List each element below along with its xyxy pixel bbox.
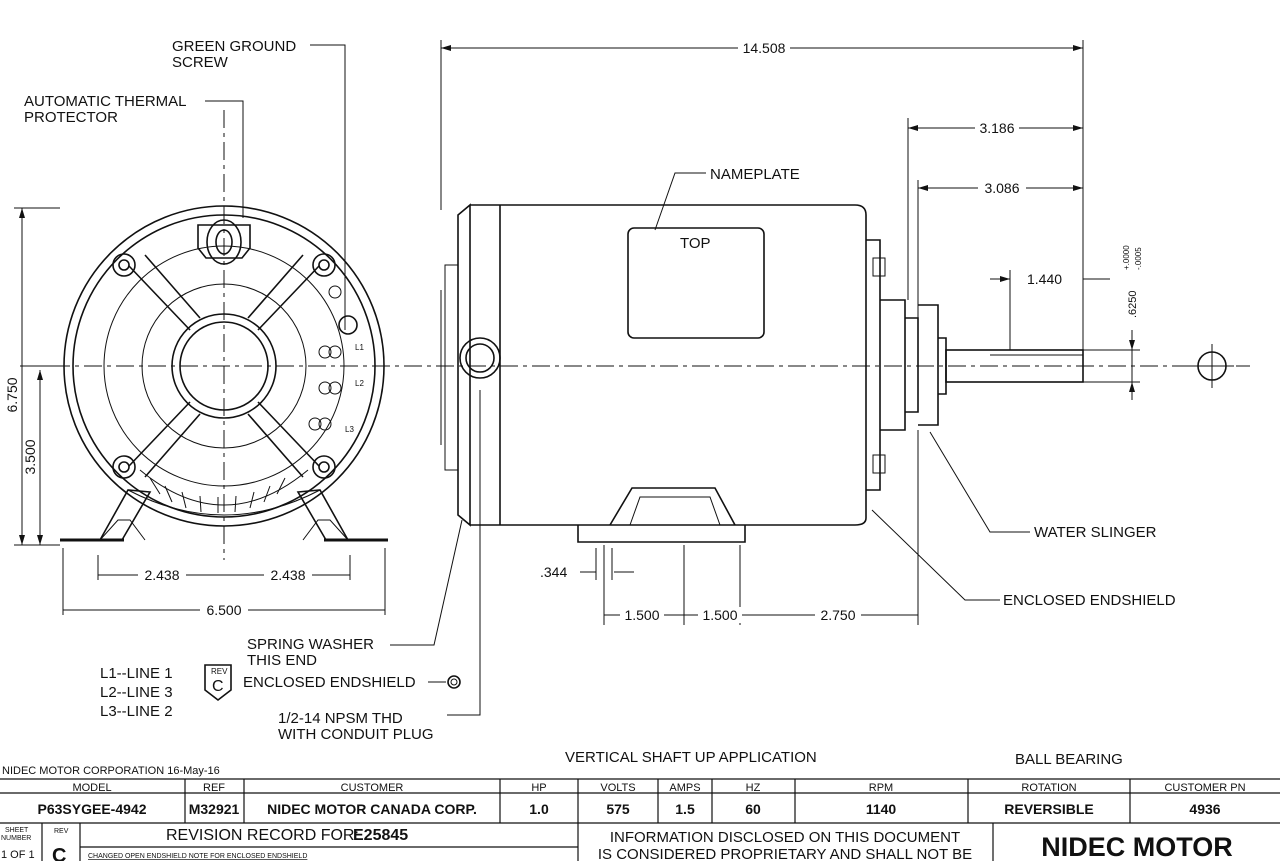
proprietary-notice-1: INFORMATION DISCLOSED ON THIS DOCUMENT [610, 829, 960, 846]
th-volts: VOLTS [600, 782, 635, 794]
shaft [945, 349, 1084, 383]
svg-text:+.0000: +.0000 [1122, 245, 1131, 270]
end-base [60, 489, 388, 542]
revision-record-label: REVISION RECORD FOR: [166, 827, 359, 844]
nameplate [627, 227, 765, 339]
svg-text:L2: L2 [355, 379, 364, 388]
svg-text:-.0005: -.0005 [1134, 247, 1143, 270]
th-hp: HP [531, 782, 546, 794]
callout-enclosed-endshield: ENCLOSED ENDSHIELD [1003, 592, 1176, 609]
application-heading: VERTICAL SHAFT UP APPLICATION [565, 749, 817, 766]
mounting-bolt-icon [112, 253, 336, 479]
dim-shaft-dia: .6250 [1127, 290, 1139, 318]
end-outer-circle [63, 205, 385, 527]
svg-text:SCREW: SCREW [172, 54, 229, 71]
callout-green-ground-screw: GREEN GROUND [172, 38, 296, 55]
rev-flag-icon [204, 664, 232, 702]
terminal-block-icon: L1 L2 L3 [308, 285, 364, 434]
dim-center-height: 3.500 [22, 439, 38, 474]
brand-logo: NIDEC MOTOR [1041, 832, 1233, 861]
callout-spring-washer: SPRING WASHER [247, 636, 374, 653]
dim-foot-right: 2.438 [270, 567, 305, 583]
th-rpm: RPM [869, 782, 893, 794]
th-amps: AMPS [669, 782, 700, 794]
revision-note: CHANGED OPEN ENDSHIELD NOTE FOR ENCLOSED… [88, 853, 307, 860]
th-customer-pn: CUSTOMER PN [1164, 782, 1245, 794]
td-rpm: 1140 [866, 801, 897, 817]
svg-text:WITH CONDUIT PLUG: WITH CONDUIT PLUG [278, 726, 434, 743]
vent-slots [139, 469, 309, 513]
sheet-number-label: SHEET [5, 827, 29, 834]
wiring-l2: L2--LINE 3 [100, 684, 173, 701]
svg-text:L3: L3 [345, 425, 354, 434]
dim-end-to-foot: 2.750 [820, 607, 855, 623]
th-customer: CUSTOMER [341, 782, 404, 794]
svg-text:NUMBER: NUMBER [1, 835, 31, 842]
dim-foot-1: 1.500 [624, 607, 659, 623]
td-hz: 60 [745, 801, 761, 817]
callout-nameplate: NAMEPLATE [710, 166, 800, 183]
shaft-end-icon [1190, 344, 1234, 388]
td-hp: 1.0 [529, 801, 549, 817]
bearing-heading: BALL BEARING [1015, 751, 1123, 768]
dim-base-width: 6.500 [206, 602, 241, 618]
dim-3086: 3.086 [984, 180, 1019, 196]
wiring-l1: L1--LINE 1 [100, 665, 173, 682]
td-customer: NIDEC MOTOR CANADA CORP. [267, 801, 477, 817]
dim-overall-length: 14.508 [743, 40, 786, 56]
svg-text:PROTECTOR: PROTECTOR [24, 109, 118, 126]
end-view: L1 L2 L3 [14, 110, 1250, 615]
th-model: MODEL [72, 782, 111, 794]
th-ref: REF [203, 782, 225, 794]
td-customer-pn: 4936 [1189, 801, 1220, 817]
rev-letter: C [52, 845, 66, 861]
wiring-l3: L3--LINE 2 [100, 703, 173, 720]
shaft-boss [171, 313, 277, 419]
rev-label: REV [54, 828, 69, 835]
dim-1440: 1.440 [1027, 271, 1062, 287]
dim-3186: 3.186 [979, 120, 1014, 136]
td-rotation: REVERSIBLE [1004, 801, 1093, 817]
dim-height: 6.750 [4, 377, 20, 412]
spec-table [0, 778, 1280, 861]
svg-text:REV: REV [211, 667, 228, 676]
callout-npsm-thread: 1/2-14 NPSM THD [278, 710, 403, 727]
td-volts: 575 [606, 801, 630, 817]
svg-text:L1: L1 [355, 343, 364, 352]
th-hz: HZ [746, 782, 761, 794]
callout-water-slinger: WATER SLINGER [1034, 524, 1157, 541]
conduit-plug-icon [459, 337, 501, 379]
td-ref: M32921 [189, 801, 240, 817]
td-model: P63SYGEE-4942 [38, 801, 147, 817]
sheet-of: 1 OF 1 [1, 849, 35, 861]
dim-foot-left: 2.438 [144, 567, 179, 583]
th-rotation: ROTATION [1021, 782, 1076, 794]
nameplate-top: TOP [680, 235, 711, 252]
corp-date: NIDEC MOTOR CORPORATION 16-May-16 [2, 765, 220, 777]
callout-thermal-protector: AUTOMATIC THERMAL [24, 93, 187, 110]
dim-slot: .344 [540, 564, 567, 580]
proprietary-notice-2: IS CONSIDERED PROPRIETARY AND SHALL NOT … [598, 846, 972, 861]
svg-text:THIS END: THIS END [247, 652, 317, 669]
callout-enclosed-endshield-2: ENCLOSED ENDSHIELD [243, 674, 416, 691]
revision-record-id: E25845 [353, 827, 408, 844]
td-amps: 1.5 [675, 801, 695, 817]
thermal-protector-icon [197, 219, 251, 265]
dim-foot-2: 1.500 [702, 607, 737, 623]
svg-text:C: C [212, 678, 224, 695]
